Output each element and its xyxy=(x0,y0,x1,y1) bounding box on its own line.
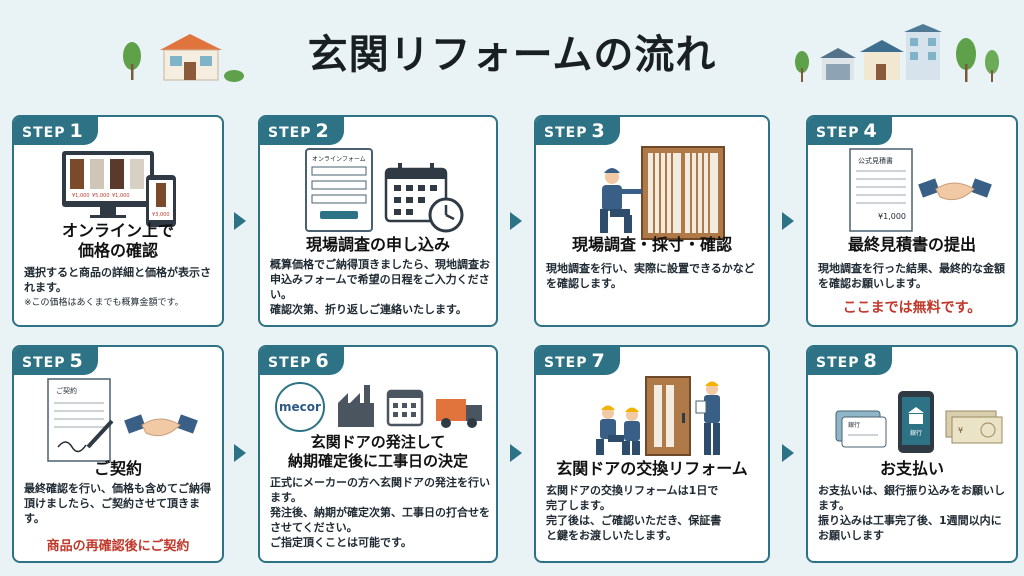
arrow-icon xyxy=(510,212,522,230)
step-title: 玄関ドアの交換リフォーム xyxy=(556,459,748,478)
contract-illustration: ご契約 xyxy=(47,378,198,462)
price-tag-4: ¥3,000 xyxy=(152,212,170,218)
step-description: 正式にメーカーの方へ玄関ドアの発注を行います。 発注後、納期が確定次第、工事日の… xyxy=(270,476,490,549)
delivery-truck-icon xyxy=(436,399,482,428)
step-title: ご契約 xyxy=(93,459,142,478)
arrow-icon xyxy=(782,444,794,462)
step-title: お支払い xyxy=(879,459,944,478)
maker-logo xyxy=(275,382,325,432)
estimate-document-label: 公式見積書 xyxy=(858,156,893,165)
handshake-icon xyxy=(918,178,992,201)
form-icon xyxy=(305,148,373,232)
worker-icon xyxy=(622,407,640,455)
price-tag-2: ¥5,000 xyxy=(92,193,110,199)
svg-text:銀行: 銀行 xyxy=(910,429,922,437)
pen-icon xyxy=(86,419,114,449)
estimate-illustration: 公式見積書 ¥1,000 xyxy=(849,148,992,232)
banknote-icon: ¥ xyxy=(945,410,1003,444)
arrow-icon xyxy=(782,212,794,230)
price-tag-1: ¥1,000 xyxy=(72,193,90,199)
step-description: 最終確認を行い、価格も含めてご納得頂けましたら、ご契約させて頂きます。 xyxy=(24,482,211,525)
tree-icon xyxy=(795,51,809,73)
site-survey-illustration xyxy=(600,146,725,240)
step-description: お支払いは、銀行振り込みをお願いします。 振り込みは工事完了後、1週間以内にお願… xyxy=(818,484,1005,542)
door-replacement-illustration xyxy=(596,376,720,456)
smartphone-bank-icon: 銀行 xyxy=(898,391,934,453)
step-title: オンライン上で 価格の確認 xyxy=(61,221,174,260)
step-title: 玄関ドアの発注して 納期確定後に工事日の決定 xyxy=(287,433,468,470)
svg-text:mecor: mecor xyxy=(279,400,321,414)
step-description: 現地調査を行い、実際に設置できるかなどを確認します。 xyxy=(546,262,755,290)
svg-text:¥: ¥ xyxy=(958,426,963,435)
arrow-icon xyxy=(234,212,246,230)
arrow-icon xyxy=(234,444,246,462)
free-notice: ここまでは無料です。 xyxy=(842,300,982,316)
step-title: 現場調査・採寸・確認 xyxy=(571,235,732,254)
estimate-document-icon xyxy=(849,148,913,232)
house-illustration-left xyxy=(123,34,244,82)
contract-document-icon xyxy=(47,378,111,462)
calendar-icon xyxy=(386,389,424,427)
svg-text:銀行: 銀行 xyxy=(848,421,860,429)
handshake-icon xyxy=(124,414,198,437)
step-description: 玄関ドアの交換リフォームは1日で完了します。 完了後は、ご確認いただき、保証書と… xyxy=(546,484,722,542)
worker-icon xyxy=(600,168,642,233)
online-price-illustration: ¥1,000 ¥5,000 ¥1,000 ¥3,000 xyxy=(62,151,176,227)
price-tag-3: ¥1,000 xyxy=(112,193,130,199)
form-label: オンラインフォーム xyxy=(312,156,366,163)
arrow-icon xyxy=(510,444,522,462)
step-description: 現地調査を行った結果、最終的な金額を確認お願いします。 xyxy=(818,262,1005,290)
worker-icon xyxy=(596,405,624,455)
bank-card-icon: 銀行 xyxy=(835,410,887,448)
tree-icon xyxy=(123,42,141,70)
step-description: 概算価格でご納得頂きましたら、現地調査お申込みフォームで希望の日程をご入力くださ… xyxy=(270,258,490,316)
payment-illustration: 銀行 銀行 ¥ xyxy=(835,391,1003,453)
worker-icon xyxy=(695,381,720,455)
page-title: 玄関リフォームの流れ xyxy=(307,32,717,78)
tree-icon xyxy=(985,50,999,74)
contract-document-label: ご契約 xyxy=(56,386,77,395)
recheck-notice: 商品の再確認後にご契約 xyxy=(46,539,190,554)
order-illustration: mecor xyxy=(275,382,482,432)
online-form-illustration: オンラインフォーム xyxy=(305,148,464,233)
step-title: 最終見積書の提出 xyxy=(847,235,976,254)
estimate-amount: ¥1,000 xyxy=(878,212,906,221)
house-illustration-right xyxy=(795,24,999,82)
step-description: 選択すると商品の詳細と価格が表示されます。 ※この価格はあくまでも概算金額です。 xyxy=(24,265,218,311)
tree-icon xyxy=(956,38,976,70)
factory-icon xyxy=(338,385,374,427)
price-note: ※この価格はあくまでも概算金額です。 xyxy=(24,298,184,308)
step-title: 現場調査の申し込み xyxy=(305,235,450,254)
